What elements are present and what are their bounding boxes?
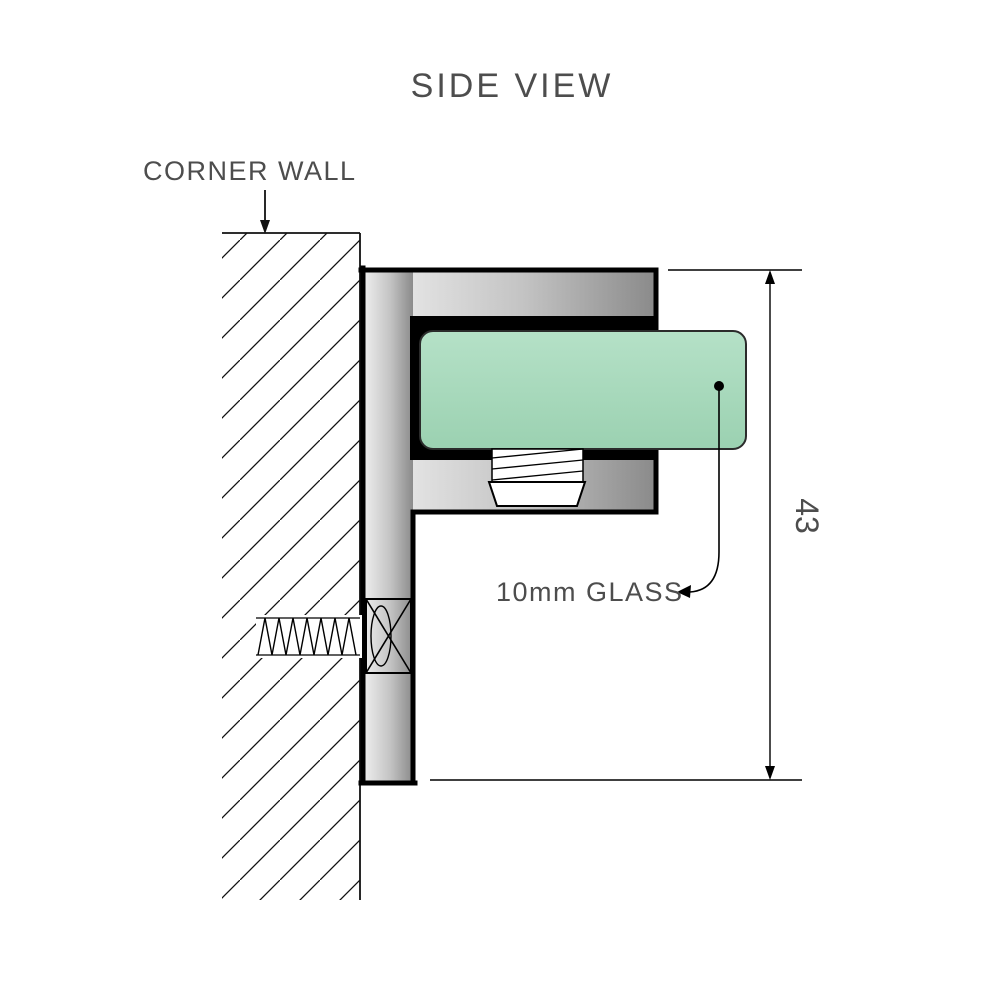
screw-head — [365, 598, 412, 674]
dimension-arrow-bottom-icon — [765, 766, 775, 780]
dimension-extension-lines — [430, 269, 802, 781]
wall-screw — [256, 598, 412, 674]
corner-wall-arrow — [260, 190, 270, 234]
grub-screw-gasket — [487, 448, 587, 507]
corner-wall-label: CORNER WALL — [143, 156, 357, 186]
page-title: SIDE VIEW — [411, 67, 614, 105]
dimension-43: 43 — [430, 269, 825, 781]
bracket-plate-outline — [358, 265, 418, 786]
glass-label: 10mm GLASS — [496, 577, 684, 607]
screw-thread-mask — [256, 615, 362, 658]
dimension-arrow-top-icon — [765, 270, 775, 284]
screw-thread-icon — [257, 617, 357, 656]
wall-hatching — [222, 233, 360, 900]
bracket-wall-plate — [363, 270, 413, 783]
glass-panel — [419, 330, 747, 450]
glass-leader-arrow-icon — [677, 585, 691, 598]
glass-leader-line — [689, 386, 720, 593]
dimension-label: 43 — [789, 498, 825, 534]
glass-callout: 10mm GLASS — [496, 381, 724, 607]
wall-line — [222, 232, 361, 900]
